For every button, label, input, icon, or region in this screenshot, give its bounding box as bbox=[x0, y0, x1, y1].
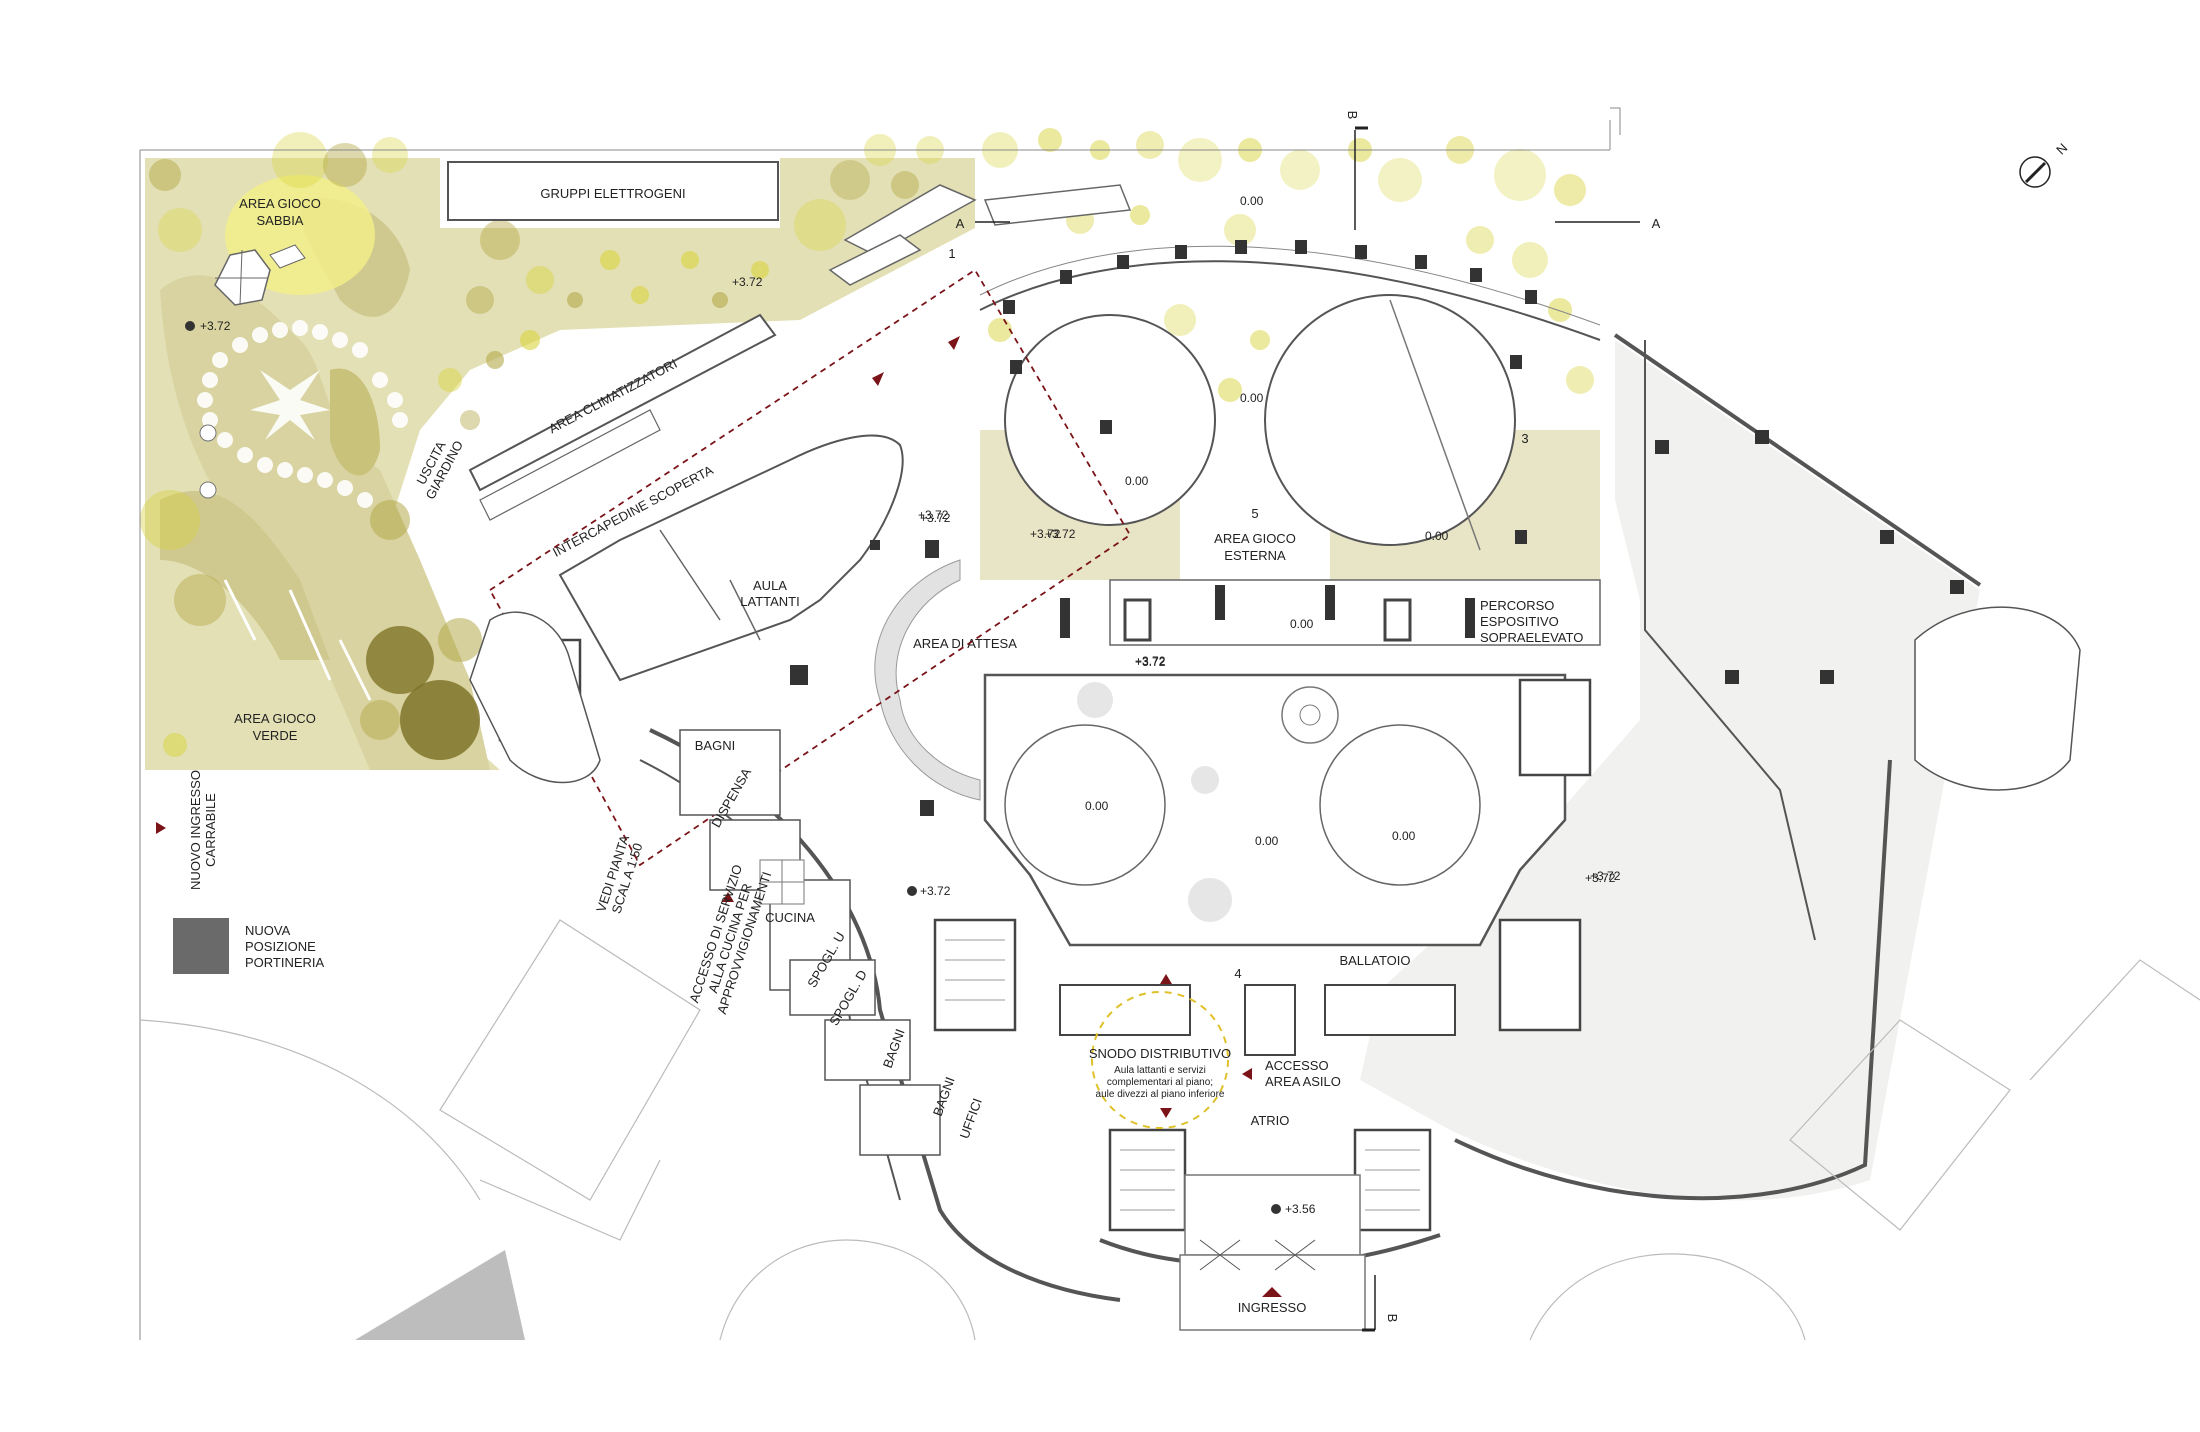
play-star bbox=[250, 370, 330, 440]
section-a-right: A bbox=[1652, 216, 1661, 231]
view-marker-5: 5 bbox=[1251, 506, 1258, 521]
level-mid: +3.72 bbox=[1135, 655, 1166, 669]
ac-area bbox=[468, 313, 777, 521]
gatehouse-swatch bbox=[173, 918, 229, 974]
central-block bbox=[983, 673, 1567, 947]
waiting-label: AREA DI ATTESA bbox=[913, 636, 1017, 651]
level-service: +3.72 bbox=[920, 884, 951, 898]
offices-label: UFFICI bbox=[957, 1096, 985, 1140]
east-facade bbox=[1613, 333, 1982, 587]
gallery-label: BALLATOIO bbox=[1339, 953, 1410, 968]
entrance-arrow-icon bbox=[1262, 1287, 1282, 1297]
waiting-bench bbox=[874, 559, 981, 801]
garden-exit-label: USCITAGIARDINO bbox=[409, 431, 466, 502]
access-arrows bbox=[156, 336, 1252, 1118]
hub-circle bbox=[1091, 991, 1229, 1129]
level-garden: +3.72 bbox=[200, 319, 231, 333]
section-b-bottom: B bbox=[1385, 1314, 1400, 1323]
vehicle-entrance-label: NUOVO INGRESSOCARRABILE bbox=[188, 770, 218, 890]
courtyard-top bbox=[980, 294, 1600, 580]
garden-lines bbox=[223, 579, 372, 701]
level-north: +3.72 bbox=[918, 508, 949, 522]
level-right: +3.72 bbox=[1585, 871, 1616, 885]
garden-stairs bbox=[828, 184, 1132, 286]
north-facade bbox=[979, 260, 1601, 341]
level-courtyard-3: 0.00 bbox=[1125, 474, 1149, 488]
view-markers: 1 3 4 5 bbox=[948, 246, 1528, 981]
view-marker-4: 4 bbox=[1234, 966, 1241, 981]
service-access-label: ACCESSO DI SERVIZIOALLA CUCINA PERAPPROV… bbox=[686, 861, 775, 1016]
level-atrium: +3.56 bbox=[1285, 1202, 1316, 1216]
entrance-label: INGRESSO bbox=[1238, 1300, 1307, 1315]
level-courtyard-6: +3.72 bbox=[1030, 527, 1061, 541]
level-band: 0.00 bbox=[1290, 617, 1314, 631]
level-east: +3.72 bbox=[1590, 869, 1621, 883]
view-marker-3: 3 bbox=[1521, 431, 1528, 446]
sand-play-pavilion bbox=[214, 244, 306, 306]
kitchen-label: CUCINA bbox=[765, 910, 815, 925]
generators-label: GRUPPI ELETTROGENI bbox=[540, 186, 685, 201]
pillars bbox=[790, 240, 1964, 816]
hub-title: SNODO DISTRIBUTIVO bbox=[1089, 1046, 1231, 1061]
play-tables bbox=[199, 424, 217, 499]
kitchen-furniture bbox=[759, 859, 805, 905]
adjacent-building bbox=[355, 1250, 525, 1340]
section-a-left: A bbox=[956, 216, 965, 231]
level-waiting: +3.72 bbox=[920, 511, 951, 525]
level-courtyard-1: 0.00 bbox=[1240, 194, 1264, 208]
level-top-2: +3.72 bbox=[1045, 527, 1076, 541]
west-stair-pavilion bbox=[469, 611, 601, 784]
hub-elevators bbox=[1059, 984, 1456, 1056]
level-central-3: 0.00 bbox=[1392, 829, 1416, 843]
stair-treads bbox=[945, 939, 1420, 1211]
atrium bbox=[1099, 1174, 1441, 1331]
section-b-top: B bbox=[1345, 111, 1360, 120]
level-central-1: 0.00 bbox=[1085, 799, 1109, 813]
level-central-2: 0.00 bbox=[1255, 834, 1279, 848]
level-band-2: +3.72 bbox=[1135, 654, 1166, 668]
surroundings bbox=[139, 919, 2200, 1341]
section-markers: B B A A bbox=[956, 111, 1661, 1332]
level-marker-icon bbox=[185, 321, 195, 331]
level-courtyard-4: 0.00 bbox=[1425, 529, 1449, 543]
atrium-label: ATRIO bbox=[1251, 1113, 1290, 1128]
east-stair-pavilion bbox=[1914, 606, 2081, 791]
north-label: N bbox=[2053, 140, 2070, 157]
gap-label: INTERCAPEDINE SCOPERTA bbox=[550, 462, 716, 560]
path-band bbox=[1109, 579, 1601, 646]
see-plan-label: VEDI PIANTASCAL A 1:50 bbox=[593, 833, 646, 919]
generators-box: GRUPPI ELETTROGENI bbox=[447, 161, 779, 221]
baths1-label: BAGNI bbox=[695, 738, 735, 753]
level-courtyard-2: 0.00 bbox=[1240, 391, 1264, 405]
infant-room bbox=[558, 434, 904, 682]
detail-frame bbox=[488, 268, 1132, 867]
level-top: +3.72 bbox=[732, 275, 763, 289]
site-boundary bbox=[139, 107, 1621, 1340]
view-marker-1: 1 bbox=[948, 246, 955, 261]
north-arrow-icon: N bbox=[2019, 140, 2070, 188]
